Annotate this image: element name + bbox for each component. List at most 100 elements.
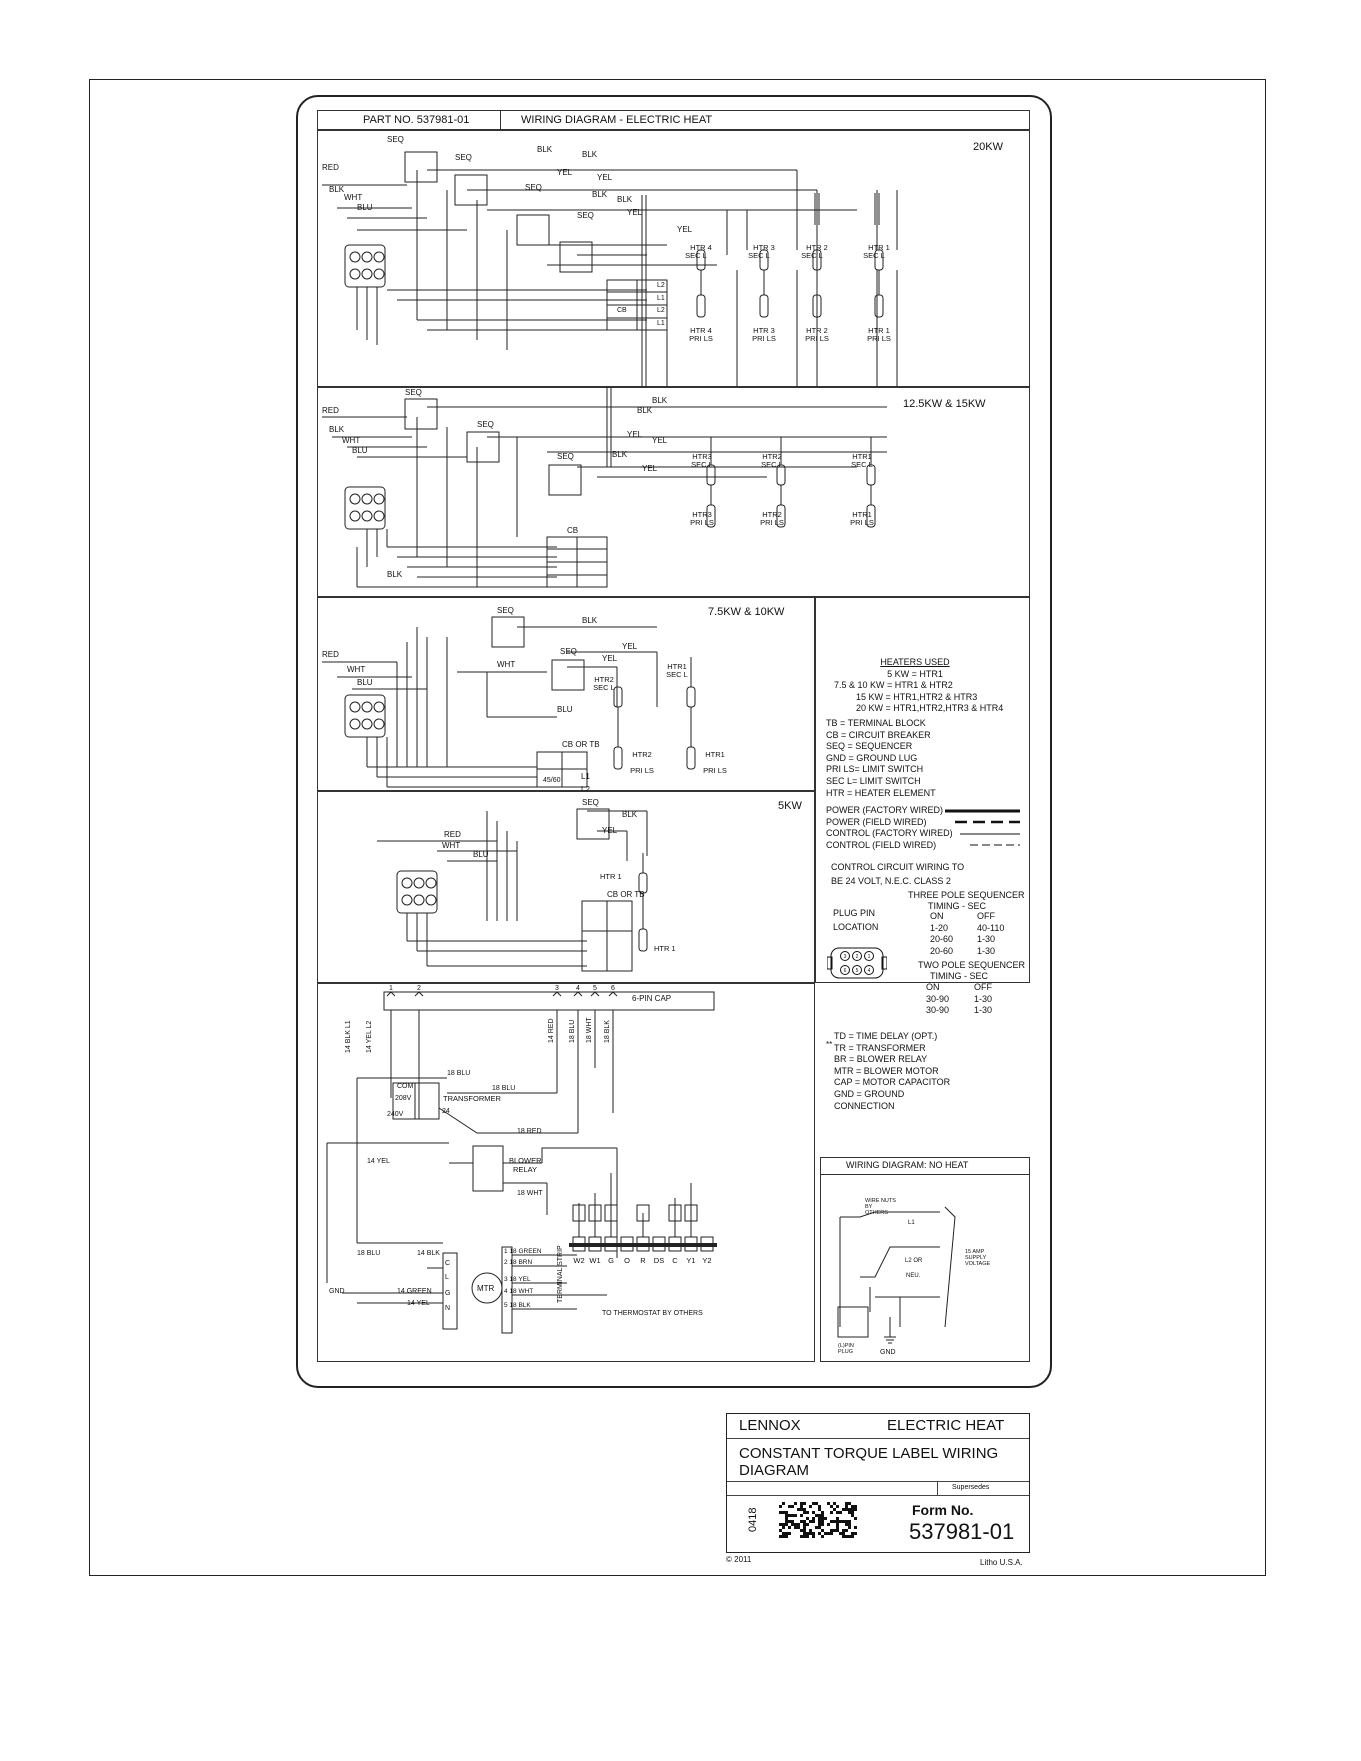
svg-text:BLK: BLK [329, 185, 345, 194]
svg-text:BLU: BLU [557, 705, 573, 714]
cap-pin-1: 1 [389, 985, 393, 992]
panel-5kw-title: 5KW [778, 800, 802, 812]
panel-10kw: 7.5KW & 10KW [317, 597, 815, 791]
asterisk-note: ** [826, 1040, 833, 1049]
cap-pin-5: 5 [593, 985, 597, 992]
svg-text:14 YEL: 14 YEL [407, 1300, 430, 1307]
supersedes-label: Supersedes [952, 1484, 990, 1491]
motor-tap-2: 2 18 BRN [504, 1259, 532, 1266]
motor-tap-4: 4 18 WHT [504, 1288, 533, 1295]
heaters-used-15kw: 15 KW = HTR1,HTR2 & HTR3 [856, 691, 978, 702]
date-code: 0418 [747, 1507, 759, 1532]
key-power-factory: POWER (FACTORY WIRED) [826, 805, 944, 815]
wiring-label-board [296, 95, 1052, 1388]
svg-text:N: N [445, 1305, 450, 1312]
svg-text:BLK: BLK [387, 570, 403, 579]
terminal-w1: W1 [589, 1256, 600, 1265]
svg-text:3: 3 [844, 954, 847, 960]
svg-text:G: G [445, 1290, 450, 1297]
svg-text:YEL: YEL [652, 436, 668, 445]
plug-pin-label: PLUG PIN [833, 908, 876, 918]
svg-text:4: 4 [868, 968, 871, 974]
svg-text:YEL: YEL [627, 208, 643, 217]
svg-text:24: 24 [442, 1108, 450, 1115]
svg-text:BLK: BLK [652, 396, 668, 405]
svg-text:18 RED: 18 RED [517, 1128, 542, 1135]
svg-text:SEQ: SEQ [525, 183, 542, 192]
svg-text:14 BLK: 14 BLK [417, 1250, 440, 1257]
panel-10kw-title: 7.5KW & 10KW [708, 606, 785, 618]
line-type-key: POWER (FACTORY WIRED) POWER (FIELD WIRED… [826, 805, 953, 851]
svg-text:NEU.: NEU. [906, 1273, 921, 1279]
svg-text:BLU: BLU [473, 850, 489, 859]
motor-tap-5: 5 18 BLK [504, 1302, 531, 1309]
thermostat-note: TO THERMOSTAT BY OTHERS [602, 1310, 703, 1317]
svg-text:SEQ: SEQ [497, 606, 514, 615]
panel-5kw: 5KW [317, 791, 815, 983]
abbrev-sec-l: SEC L= LIMIT SWITCH [826, 775, 921, 786]
key-control-field: CONTROL (FIELD WIRED) [826, 839, 937, 850]
svg-text:COM: COM [397, 1083, 414, 1090]
svg-text:L1: L1 [657, 320, 665, 327]
panel-20kw: 20KW [317, 130, 1030, 387]
abbrev-mtr: MTR = BLOWER MOTOR [834, 1065, 939, 1076]
form-description: CONSTANT TORQUE LABEL WIRING DIAGRAM [739, 1445, 999, 1479]
svg-text:RED: RED [322, 163, 339, 172]
cap-pin-4: 4 [576, 985, 580, 992]
svg-text:1: 1 [868, 954, 871, 960]
abbreviation-list: TB = TERMINAL BLOCK CB = CIRCUIT BREAKER… [826, 718, 936, 799]
svg-text:BLK: BLK [622, 810, 638, 819]
svg-text:WHT: WHT [344, 193, 362, 202]
svg-text:YEL: YEL [622, 642, 638, 651]
svg-text:14 BLK L1: 14 BLK L1 [345, 1020, 352, 1053]
heaters-used-10kw: 7.5 & 10 KW = HTR1 & HTR2 [834, 680, 953, 690]
svg-text:BLK: BLK [582, 616, 598, 625]
control-circuit-note: CONTROL CIRCUIT WIRING TO BE 24 VOLT, N.… [831, 860, 964, 888]
cap-pin-6: 6 [611, 985, 615, 992]
svg-text:18 BLU: 18 BLU [357, 1250, 380, 1257]
svg-text:L1: L1 [908, 1220, 915, 1226]
svg-text:208V: 208V [395, 1095, 412, 1102]
form-no-label: Form No. [912, 1502, 974, 1518]
cb-or-tb-label-10kw: CB OR TB [562, 740, 600, 749]
heaters-used-list: 7.5 & 10 KW = HTR1 & HTR2 15 KW = HTR1,H… [834, 680, 1003, 715]
svg-text:SEQ: SEQ [582, 798, 599, 807]
svg-text:L2: L2 [657, 307, 665, 314]
blower-schematic: 14 BLK L1 14 YEL L2 14 RED 18 BLU 18 WHT… [326, 985, 717, 1334]
svg-text:L2: L2 [657, 282, 665, 289]
svg-text:RED: RED [444, 830, 461, 839]
panel-20kw-title: 20KW [973, 141, 1003, 153]
no-heat-title: WIRING DIAGRAM: NO HEAT [846, 1160, 969, 1170]
svg-text:CB: CB [617, 307, 627, 314]
key-control-factory: CONTROL (FACTORY WIRED) [826, 828, 953, 839]
svg-text:BLK: BLK [592, 190, 608, 199]
heaters-used-20kw: 20 KW = HTR1,HTR2,HTR3 & HTR4 [856, 703, 1004, 714]
no-heat-gnd-label: GND [880, 1349, 896, 1356]
svg-text:5: 5 [856, 968, 859, 974]
svg-text:BLK: BLK [612, 450, 628, 459]
svg-text:14 YEL L2: 14 YEL L2 [366, 1021, 373, 1053]
terminal-o: O [624, 1256, 630, 1265]
terminal-strip-label: TERMINAL STRIP [557, 1245, 564, 1303]
svg-text:14 GREEN: 14 GREEN [397, 1288, 432, 1295]
terminal-ds: DS [654, 1256, 664, 1265]
title-block-supersedes-row: Supersedes [727, 1482, 1029, 1496]
key-power-field: POWER (FIELD WIRED) [826, 816, 927, 827]
